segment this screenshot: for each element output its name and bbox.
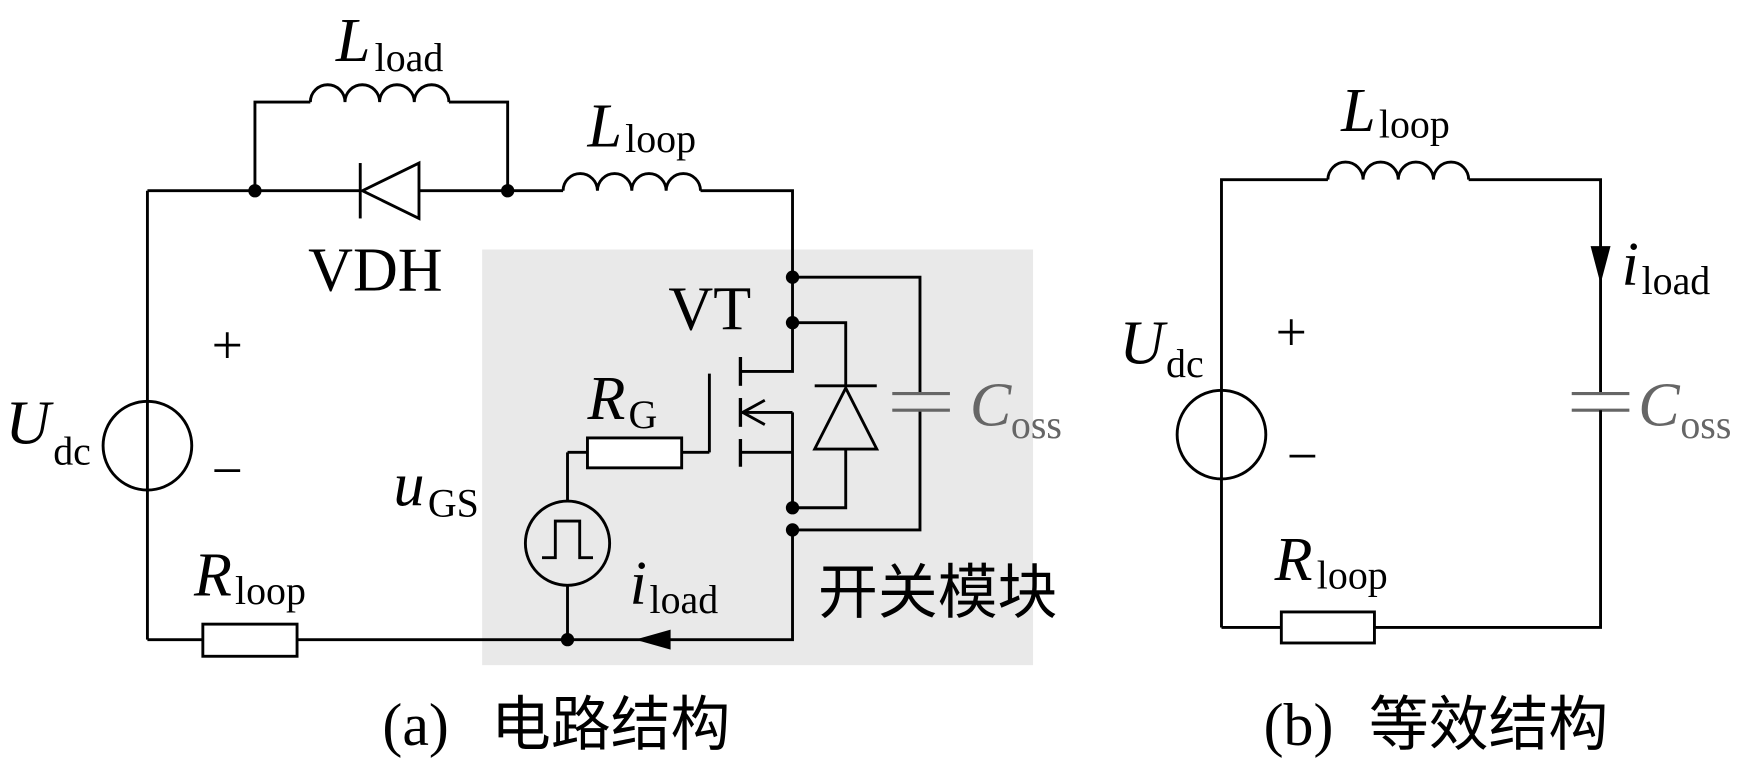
- caption-a-tag: (a): [382, 692, 448, 758]
- pulse-waveform-icon: [542, 519, 594, 560]
- panel-b-circuit: L loop i load C oss U dc + − R loop (b) …: [1120, 77, 1732, 758]
- r-loop-symbol: R: [193, 541, 232, 609]
- polarity-minus: −: [212, 440, 243, 501]
- l-loop-label: L loop: [586, 92, 696, 161]
- wire-capacitor-top: [792, 275, 922, 394]
- caption-a: (a) 电路结构: [382, 692, 730, 758]
- r-loop-subscript: loop: [235, 568, 306, 613]
- r-g-subscript: G: [628, 392, 657, 437]
- wire-gate: [681, 373, 711, 454]
- wire-b-right-top: [1468, 178, 1602, 394]
- resistor-b-r-loop: [1279, 610, 1376, 645]
- inductor-l-load: [308, 83, 451, 103]
- vt-label: VT: [668, 275, 751, 343]
- b-c-oss-symbol: C: [1638, 372, 1680, 440]
- body-diode: [812, 384, 880, 451]
- wire-bottom-right: [297, 529, 794, 642]
- r-g-label: R G: [586, 365, 657, 437]
- wire-l-load-branch-left: [253, 100, 311, 191]
- junction-dot: [785, 501, 800, 515]
- i-load-symbol: i: [630, 550, 647, 618]
- i-load-subscript: load: [650, 577, 719, 622]
- wire-b-right-bottom: [1374, 410, 1602, 629]
- b-r-loop-subscript: loop: [1317, 553, 1388, 598]
- capacitor-c-oss: [892, 392, 950, 412]
- wire-drain: [740, 277, 794, 373]
- wire-gate-drive: [566, 450, 588, 502]
- caption-b: (b) 等效结构: [1264, 692, 1609, 758]
- i-load-label: i load: [630, 550, 719, 622]
- caption-b-tag: (b): [1264, 692, 1334, 758]
- voltage-source-b-udc: [1175, 388, 1268, 481]
- junction-dot: [785, 270, 800, 284]
- wire-top-right: [700, 189, 794, 278]
- wire-body-diode-top: [792, 321, 848, 386]
- b-i-load-label: i load: [1622, 231, 1711, 303]
- panel-a-circuit: L load VDH L loop VT R G u GS U dc + − C…: [6, 7, 1062, 758]
- u-dc-subscript: dc: [53, 429, 91, 474]
- b-r-loop-label: R loop: [1274, 526, 1388, 598]
- switch-module-background: [482, 249, 1034, 666]
- voltage-source-udc: [101, 399, 194, 492]
- wire-source: [740, 410, 794, 508]
- b-polarity-minus: −: [1287, 425, 1318, 486]
- u-gs-subscript: GS: [428, 481, 479, 526]
- b-l-loop-symbol: L: [1340, 77, 1376, 145]
- resistor-r-loop: [201, 622, 299, 658]
- b-u-dc-subscript: dc: [1166, 341, 1204, 386]
- b-c-oss-subscript: oss: [1680, 402, 1731, 447]
- junction-dot: [785, 523, 800, 537]
- current-arrow-i-load: [635, 629, 671, 650]
- b-polarity-plus: +: [1276, 301, 1307, 362]
- b-i-load-subscript: load: [1642, 258, 1711, 303]
- junction-dot: [501, 184, 515, 198]
- wire-l-load-branch-right: [448, 100, 510, 191]
- r-g-symbol: R: [586, 365, 625, 433]
- pulse-source-circle: [523, 499, 612, 587]
- l-load-subscript: load: [375, 35, 444, 80]
- vdh-label: VDH: [308, 237, 442, 305]
- current-arrow-b-i-load: [1590, 246, 1611, 284]
- polarity-plus: +: [212, 315, 243, 376]
- b-l-loop-label: L loop: [1340, 77, 1450, 147]
- diode-vdh-triangle: [359, 160, 421, 221]
- b-i-load-symbol: i: [1622, 231, 1639, 299]
- mosfet-body-arrow: [739, 398, 766, 426]
- r-loop-label: R loop: [193, 541, 306, 613]
- pulse-source-ugs: [523, 499, 612, 587]
- capacitor-b-c-oss: [1571, 392, 1630, 412]
- u-gs-symbol: u: [393, 452, 424, 520]
- l-load-symbol: L: [335, 7, 371, 75]
- mosfet-vt: [738, 357, 766, 467]
- c-oss-subscript: oss: [1011, 402, 1062, 447]
- c-oss-label: C oss: [970, 372, 1062, 447]
- b-l-loop-subscript: loop: [1379, 102, 1450, 147]
- u-dc-label: U dc: [6, 389, 91, 473]
- caption-b-text: 等效结构: [1369, 692, 1608, 758]
- junction-dot: [560, 633, 575, 647]
- resistor-r-g: [586, 436, 684, 470]
- u-gs-label: u GS: [393, 452, 478, 526]
- junction-dot: [248, 184, 262, 198]
- wire-capacitor-bottom: [792, 410, 922, 532]
- l-load-label: L load: [335, 7, 444, 80]
- b-c-oss-label: C oss: [1638, 372, 1731, 447]
- b-u-dc-symbol: U: [1120, 310, 1169, 378]
- caption-a-text: 电路结构: [491, 692, 730, 758]
- b-u-dc-label: U dc: [1120, 310, 1204, 386]
- body-diode-triangle: [812, 384, 880, 451]
- inductor-l-loop: [561, 172, 702, 191]
- diode-vdh: [358, 160, 421, 221]
- u-dc-symbol: U: [6, 389, 55, 457]
- l-loop-subscript: loop: [625, 116, 696, 161]
- b-r-loop-symbol: R: [1274, 526, 1313, 594]
- l-loop-symbol: L: [586, 92, 622, 160]
- c-oss-symbol: C: [970, 372, 1012, 440]
- switch-module-label: 开关模块: [818, 560, 1057, 626]
- junction-dot: [785, 315, 800, 330]
- wire-body-diode-bottom: [792, 449, 848, 510]
- inductor-b-l-loop: [1326, 160, 1471, 180]
